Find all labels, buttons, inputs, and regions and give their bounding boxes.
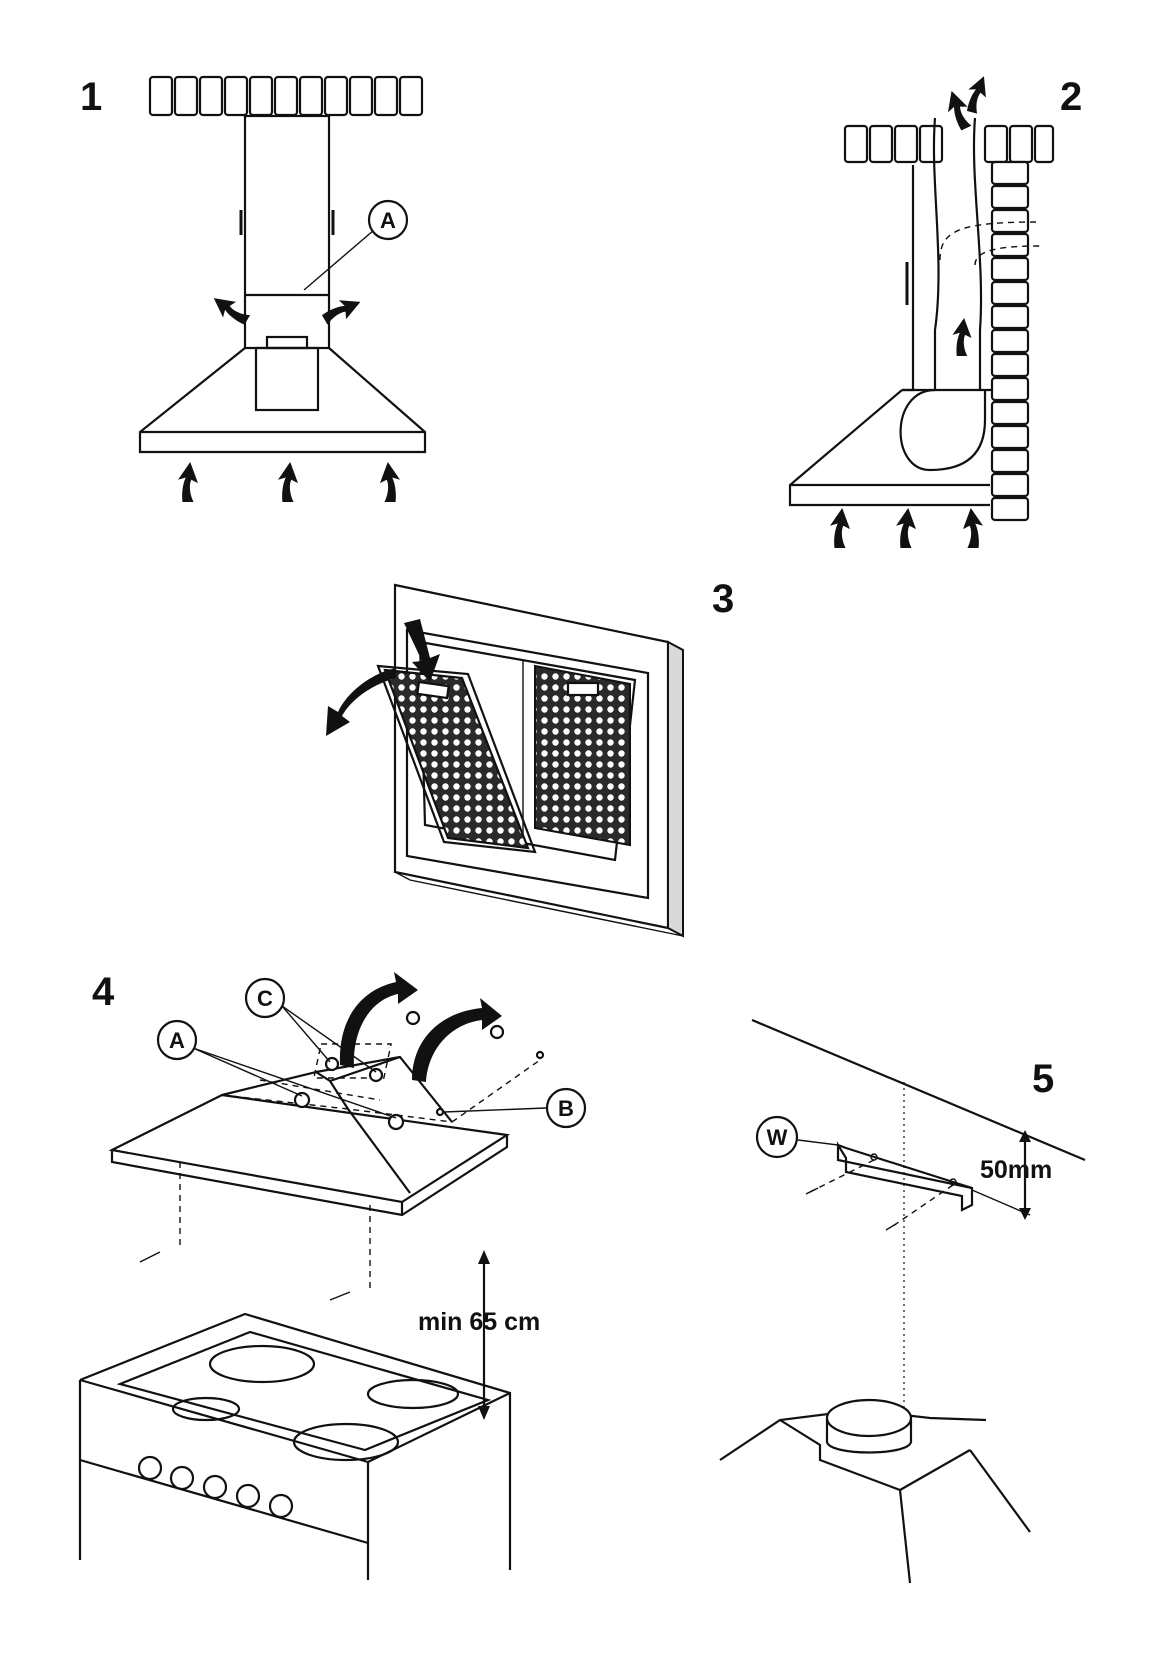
airflow-arrow-icon	[952, 318, 972, 356]
figure-number: 1	[80, 75, 102, 119]
airflow-arrow-icon	[896, 508, 916, 548]
filter-right	[534, 664, 631, 847]
cooker	[78, 1312, 512, 1580]
callout-B: B	[443, 1087, 587, 1129]
bracket-W	[805, 1141, 974, 1231]
hob-outlet	[719, 1398, 1031, 1584]
screw-icon	[405, 1010, 421, 1026]
min-height-label: min 65 cm	[418, 1308, 540, 1336]
callout-C: C	[244, 977, 377, 1073]
chimney-duct	[239, 114, 375, 350]
side-chimney-and-hood	[788, 117, 1041, 507]
airflow-arrow-icon	[380, 462, 400, 502]
airflow-arrow-icon	[319, 291, 365, 329]
svg-text:A: A	[380, 208, 396, 233]
screw-icon	[293, 1091, 311, 1109]
figure-number: 4	[92, 970, 115, 1014]
screw-icon	[489, 1024, 505, 1040]
screws	[139, 1010, 545, 1301]
figure-1-chimney-hood-front: 1 A	[80, 75, 427, 502]
ceiling-line	[751, 1018, 1086, 1162]
figure-4-hood-installation: 4	[78, 970, 587, 1580]
figure-number: 5	[1032, 1057, 1054, 1101]
svg-text:C: C	[257, 986, 273, 1011]
figure-number: 2	[1060, 75, 1082, 119]
airflow-arrow-icon	[962, 73, 992, 115]
figure-number: 3	[712, 577, 734, 621]
svg-text:A: A	[169, 1028, 185, 1053]
figure-2-chimney-hood-side: 2	[788, 73, 1082, 548]
filter-frame	[393, 583, 684, 938]
svg-text:W: W	[767, 1125, 788, 1150]
screw-icon	[387, 1113, 405, 1131]
rotate-arrow-icon	[326, 668, 396, 736]
screw-icon	[368, 1067, 384, 1083]
airflow-arrow-icon	[278, 462, 298, 502]
callout-W: W	[755, 1115, 839, 1159]
callout-A-fig4: A	[156, 1019, 397, 1119]
wall-bricks	[990, 160, 1030, 522]
callout-A-fig1: A	[367, 199, 409, 241]
airflow-arrow-icon	[178, 462, 198, 502]
offset-label: 50mm	[980, 1156, 1052, 1184]
hood-canopy	[108, 1043, 541, 1290]
callout-leader	[303, 229, 375, 291]
filter-left-tilted	[376, 664, 537, 854]
offset-dimension: 50mm	[971, 1130, 1052, 1220]
ceiling-bricks	[148, 75, 424, 117]
push-arrow-icon	[404, 619, 440, 682]
svg-text:B: B	[558, 1096, 574, 1121]
airflow-arrow-icon	[963, 508, 983, 548]
rotate-arrow-icon	[339, 972, 502, 1082]
height-dimension: min 65 cm	[418, 1250, 540, 1420]
hood-body	[138, 335, 427, 454]
figure-5-wall-bracket: 5 W 50mm	[719, 1018, 1086, 1584]
figure-3-grease-filters: 3	[326, 577, 734, 938]
ceiling-bricks	[843, 124, 1055, 164]
airflow-arrow-icon	[830, 508, 850, 548]
